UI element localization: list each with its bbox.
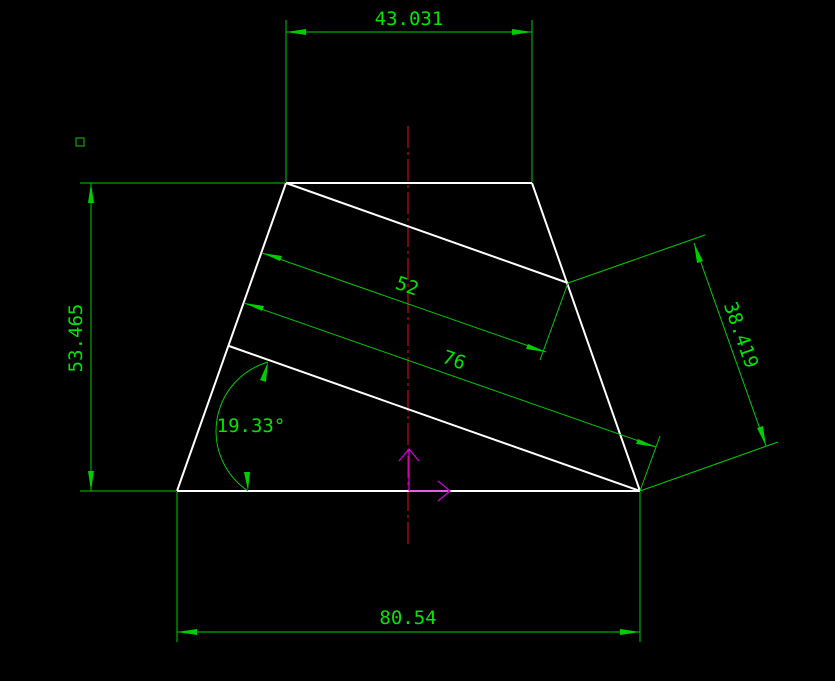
lower-slant-line xyxy=(228,345,641,492)
arrow-head xyxy=(512,29,532,35)
upper-slant-line xyxy=(285,182,569,284)
dimension-upper-band[interactable]: 52 xyxy=(261,252,569,361)
ucs-axis-icon xyxy=(398,447,452,502)
angle-arc xyxy=(215,361,269,492)
arrow-head xyxy=(526,344,546,352)
arrow-head xyxy=(177,629,197,635)
arrow-head xyxy=(260,362,268,382)
arrow-head xyxy=(636,439,656,447)
dimension-label-upper-band: 52 xyxy=(393,272,422,300)
dimension-label-top-width: 43.031 xyxy=(375,8,444,30)
arrow-head xyxy=(262,253,282,261)
arrow-head xyxy=(88,471,94,491)
dimension-label-lower-band: 76 xyxy=(440,346,469,374)
dimension-top-width[interactable]: 43.031 xyxy=(285,8,533,182)
dimension-angle[interactable]: 19.33° xyxy=(215,361,286,492)
arrow-head xyxy=(88,183,94,203)
dimension-label-angle: 19.33° xyxy=(217,415,286,437)
arrow-head xyxy=(757,426,766,446)
dimension-label-bottom-width: 80.54 xyxy=(379,607,436,629)
arrow-head xyxy=(694,243,703,263)
arrow-head xyxy=(244,472,250,491)
arrow-head xyxy=(620,629,640,635)
inner-slant-lines xyxy=(228,182,641,492)
dimension-lower-band[interactable]: 76 xyxy=(243,302,661,492)
arrow-head xyxy=(286,29,306,35)
trapezoid-left-edge xyxy=(176,182,287,492)
dimension-label-left-height: 53.465 xyxy=(65,304,87,373)
trapezoid-right-edge xyxy=(531,182,641,492)
dimension-right-offset[interactable]: 38.419 xyxy=(567,234,779,492)
dimension-left-height[interactable]: 53.465 xyxy=(65,182,285,492)
dimension-bottom-width[interactable]: 80.54 xyxy=(176,492,641,642)
arrow-head xyxy=(244,303,264,311)
dimension-label-right-offset: 38.419 xyxy=(719,299,762,371)
point-marker xyxy=(75,137,85,147)
